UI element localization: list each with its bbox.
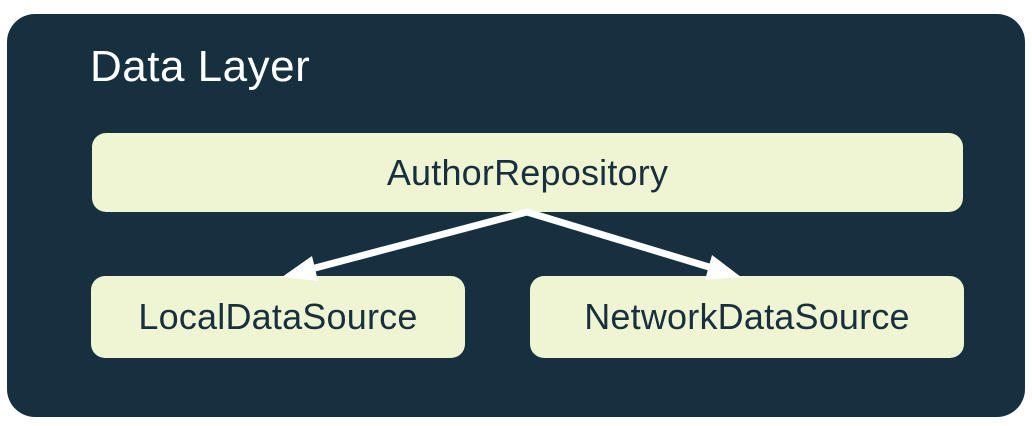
node-local-data-source: LocalDataSource bbox=[91, 276, 465, 358]
node-network-data-source: NetworkDataSource bbox=[530, 276, 964, 358]
node-network-data-source-label: NetworkDataSource bbox=[584, 296, 910, 337]
node-local-data-source-label: LocalDataSource bbox=[138, 296, 418, 337]
node-author-repository-label: AuthorRepository bbox=[386, 151, 669, 193]
diagram-title: Data Layer bbox=[90, 42, 311, 91]
node-author-repository: AuthorRepository bbox=[92, 133, 963, 212]
